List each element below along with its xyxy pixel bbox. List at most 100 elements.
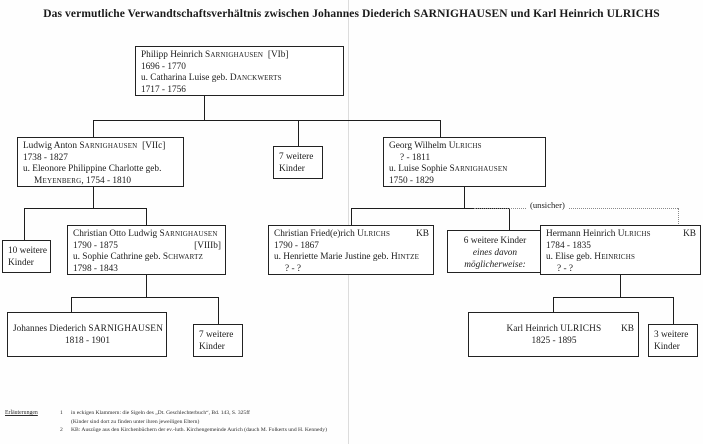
hermann-spouse-line: u. Elise geb. Heinrichs bbox=[546, 252, 696, 264]
christian-fried-spouse-line: u. Henriette Marie Justine geb. Hintze bbox=[274, 252, 429, 264]
connector-to-3kinder bbox=[673, 297, 674, 324]
hermann-surname: Ulrichs bbox=[617, 229, 651, 239]
kinder-top-line1: 7 weitere bbox=[279, 152, 314, 162]
connector-philipp-down bbox=[204, 96, 205, 120]
christian-otto-dates-line: 1790 - 1875 [VIIIb] bbox=[73, 241, 221, 253]
georg-spouse-surname: Sarnighausen bbox=[449, 164, 508, 175]
kinder10-line1: 10 weitere bbox=[8, 246, 47, 256]
note-1-sub: (Kinder sind dort zu finden unter ihren … bbox=[71, 418, 200, 425]
connector-hermann-down bbox=[620, 275, 621, 297]
philipp-spouse-surname: Danckwerts bbox=[229, 73, 282, 84]
kinder3-line2: Kinder bbox=[654, 342, 680, 352]
connector-to-7kinder-unten bbox=[218, 297, 219, 324]
georg-spouse-dates: 1750 - 1829 bbox=[389, 175, 434, 186]
page-title: Das vermutliche Verwandtschaftsverhältni… bbox=[43, 8, 660, 20]
node-philipp-sarnighausen: Philipp Heinrich Sarnighausen [VIb] 1696… bbox=[135, 46, 344, 96]
connector-to-ludwig bbox=[93, 120, 94, 137]
note-1-number: 1 bbox=[60, 410, 63, 416]
karl-dates: 1825 - 1895 bbox=[531, 335, 577, 346]
note-2-text: KB: Auszüge aus den Kirchenbüchern der e… bbox=[71, 427, 327, 434]
kinder7b-line2: Kinder bbox=[199, 342, 225, 352]
connector-to-10kinder bbox=[24, 208, 25, 240]
connector-to-7kinder-oben bbox=[298, 120, 299, 146]
note-2-number: 2 bbox=[60, 427, 63, 434]
ludwig-spouse-dates: , 1754 - 1810 bbox=[81, 175, 131, 186]
node-10-weitere-kinder: 10 weitere Kinder bbox=[2, 240, 51, 273]
uncertain-dotted-line bbox=[474, 208, 678, 209]
hermann-spouse-surname: Heinrichs bbox=[594, 252, 636, 263]
christian-otto-dates: 1790 - 1875 bbox=[73, 240, 118, 251]
connector-to-6kinder bbox=[509, 208, 510, 230]
christian-otto-tag: [VIIIb] bbox=[194, 240, 221, 251]
ludwig-firstname: Ludwig Anton bbox=[23, 141, 80, 151]
georg-spouse-line: u. Luise Sophie Sarnighausen bbox=[389, 164, 541, 176]
philipp-name-line: Philipp Heinrich Sarnighausen [VIb] bbox=[141, 50, 339, 62]
christian-otto-spouse-prefix: u. Sophie Cathrine geb. bbox=[73, 252, 163, 263]
connector-to-georg bbox=[440, 120, 441, 137]
christian-otto-spouse-line: u. Sophie Cathrine geb. Schwartz bbox=[73, 252, 221, 264]
georg-name-line: Georg Wilhelm Ulrichs bbox=[389, 141, 541, 153]
note-item-1: 1 in eckigen Klammern: die Sigeln des „D… bbox=[60, 409, 680, 426]
christian-otto-name-line: Christian Otto Ludwig Sarnighausen bbox=[73, 229, 221, 241]
notes-label: Erläuterungen bbox=[5, 410, 38, 416]
node-christian-otto-sarnighausen: Christian Otto Ludwig Sarnighausen 1790 … bbox=[67, 225, 226, 275]
christian-otto-firstname: Christian Otto Ludwig bbox=[73, 229, 160, 239]
christian-fried-tag: KB bbox=[416, 229, 429, 239]
note-1-text: in eckigen Klammern: die Sigeln des „Dt.… bbox=[71, 410, 250, 416]
ludwig-spouse-surname: Meyenberg bbox=[34, 175, 82, 186]
node-7-weitere-kinder-bottom: 7 weitere Kinder bbox=[193, 324, 243, 357]
connector-to-karl bbox=[553, 297, 554, 312]
note-item-2: 2 KB: Auszüge aus den Kirchenbüchern der… bbox=[60, 426, 680, 435]
johannes-surname: SARNIGHAUSEN bbox=[88, 324, 164, 334]
kinder10-line2: Kinder bbox=[8, 258, 34, 268]
ludwig-spouse-surname-line: Meyenberg, 1754 - 1810 bbox=[23, 176, 179, 188]
karl-firstname: Karl Heinrich bbox=[506, 324, 561, 334]
christian-fried-spouse-prefix: u. Henriette Marie Justine geb. bbox=[274, 252, 391, 263]
philipp-spouse-dates: 1717 - 1756 bbox=[141, 84, 186, 95]
connector-christian-otto-down bbox=[146, 275, 147, 297]
kinder-top-line2: Kinder bbox=[279, 164, 305, 174]
christian-fried-spouse-dates: ? - ? bbox=[285, 263, 301, 274]
connector-bus-row4-right bbox=[553, 297, 673, 298]
scan-fold-artifact bbox=[348, 0, 349, 444]
node-johannes-diederich-sarnighausen: Johannes Diederich SARNIGHAUSEN 1818 - 1… bbox=[7, 312, 167, 357]
georg-spouse-prefix: u. Luise Sophie bbox=[389, 164, 450, 175]
node-6-weitere-kinder: 6 weitere Kinder eines davon möglicherwe… bbox=[447, 230, 542, 273]
connector-bus-row3-left bbox=[24, 208, 146, 209]
philipp-surname: Sarnighausen bbox=[205, 50, 264, 60]
hermann-firstname: Hermann Heinrich bbox=[546, 229, 618, 239]
hermann-spouse-dates: ? - ? bbox=[557, 263, 573, 274]
philipp-tag: [VIb] bbox=[267, 50, 289, 60]
christian-fried-dates: 1790 - 1867 bbox=[274, 240, 319, 251]
hermann-dates: 1784 - 1835 bbox=[546, 240, 591, 251]
connector-georg-down bbox=[464, 187, 465, 208]
georg-firstname: Georg Wilhelm bbox=[389, 141, 449, 151]
connector-ludwig-down bbox=[93, 187, 94, 208]
connector-to-christian-otto bbox=[146, 208, 147, 225]
ludwig-dates: 1738 - 1827 bbox=[23, 152, 68, 163]
uncertain-dotted-down bbox=[678, 208, 679, 230]
node-ludwig-sarnighausen: Ludwig Anton Sarnighausen [VIIc] 1738 - … bbox=[17, 137, 184, 187]
ludwig-name-line: Ludwig Anton Sarnighausen [VIIc] bbox=[23, 141, 179, 153]
philipp-spouse-prefix: u. Catharina Luise geb. bbox=[141, 73, 230, 84]
notes-list: 1 in eckigen Klammern: die Sigeln des „D… bbox=[60, 409, 680, 435]
christian-otto-spouse-dates: 1798 - 1843 bbox=[73, 263, 118, 274]
node-3-weitere-kinder: 3 weitere Kinder bbox=[648, 324, 698, 357]
johannes-dates: 1818 - 1901 bbox=[65, 335, 110, 346]
karl-surname: ULRICHS bbox=[560, 324, 602, 334]
johannes-firstname: Johannes Diederich bbox=[13, 324, 89, 334]
node-7-weitere-kinder-top: 7 weitere Kinder bbox=[273, 146, 323, 179]
georg-dates: ? - 1811 bbox=[400, 152, 431, 163]
christian-fried-surname: Ulrichs bbox=[357, 229, 391, 239]
connector-bus-row4-left bbox=[71, 297, 218, 298]
philipp-firstname: Philipp Heinrich bbox=[141, 50, 206, 60]
christian-fried-spouse-surname: Hintze bbox=[390, 252, 420, 263]
christian-otto-spouse-surname: Schwartz bbox=[162, 252, 204, 263]
ludwig-tag: [VIIc] bbox=[142, 141, 166, 151]
kinder7b-line1: 7 weitere bbox=[199, 330, 234, 340]
connector-to-christian-fried bbox=[351, 208, 352, 225]
